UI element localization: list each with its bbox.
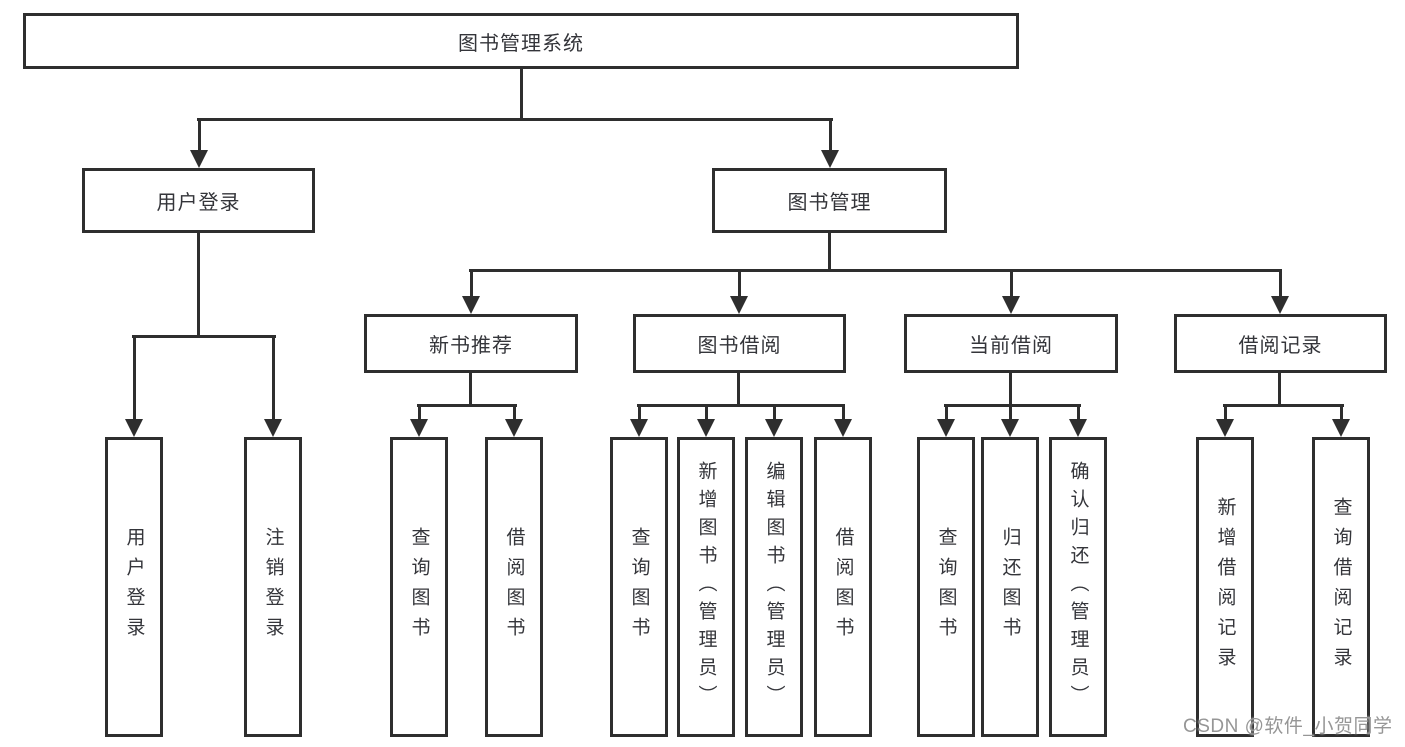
- connector-line: [828, 233, 831, 272]
- arrow-down-icon: [630, 419, 648, 437]
- connector-arrow-stem: [271, 335, 275, 421]
- arrow-down-icon: [937, 419, 955, 437]
- leaf-current-query-books: 查询图书: [917, 437, 975, 737]
- leaf-user-login: 用户登录: [105, 437, 163, 737]
- node-book-management: 图书管理: [712, 168, 947, 233]
- connector-line: [197, 118, 833, 121]
- arrow-down-icon: [1001, 419, 1019, 437]
- node-root-library-management-system: 图书管理系统: [23, 13, 1019, 69]
- arrow-down-icon: [1332, 419, 1350, 437]
- connector-line: [469, 269, 1282, 272]
- connector-line: [132, 335, 276, 338]
- arrow-down-icon: [410, 419, 428, 437]
- node-new-book-recommendation: 新书推荐: [364, 314, 578, 373]
- connector-arrow-stem: [737, 269, 741, 298]
- connector-arrow-stem: [197, 118, 201, 152]
- connector-arrow-stem: [1008, 404, 1012, 421]
- connector-line: [1223, 404, 1344, 407]
- arrow-down-icon: [1216, 419, 1234, 437]
- connector-arrow-stem: [704, 404, 708, 421]
- connector-line: [1278, 373, 1281, 407]
- connector-line: [737, 373, 740, 407]
- arrow-down-icon: [697, 419, 715, 437]
- leaf-records-query-borrow-record: 查询借阅记录: [1312, 437, 1370, 737]
- connector-arrow-stem: [469, 269, 473, 298]
- arrow-down-icon: [834, 419, 852, 437]
- connector-arrow-stem: [512, 404, 516, 421]
- connector-line: [469, 373, 472, 407]
- connector-arrow-stem: [417, 404, 421, 421]
- connector-arrow-stem: [1009, 269, 1013, 298]
- connector-arrow-stem: [841, 404, 845, 421]
- arrow-down-icon: [190, 150, 208, 168]
- arrow-down-icon: [730, 296, 748, 314]
- arrow-down-icon: [765, 419, 783, 437]
- connector-arrow-stem: [944, 404, 948, 421]
- arrow-down-icon: [1002, 296, 1020, 314]
- leaf-logout: 注销登录: [244, 437, 302, 737]
- connector-arrow-stem: [1339, 404, 1343, 421]
- arrow-down-icon: [125, 419, 143, 437]
- connector-arrow-stem: [1278, 269, 1282, 298]
- arrow-down-icon: [505, 419, 523, 437]
- leaf-borrow-query-books: 查询图书: [610, 437, 668, 737]
- node-book-borrowing: 图书借阅: [633, 314, 846, 373]
- leaf-current-return-books: 归还图书: [981, 437, 1039, 737]
- connector-line: [520, 68, 523, 120]
- node-current-borrowing: 当前借阅: [904, 314, 1118, 373]
- arrow-down-icon: [264, 419, 282, 437]
- connector-line: [637, 404, 845, 407]
- node-borrowing-records: 借阅记录: [1174, 314, 1387, 373]
- connector-arrow-stem: [132, 335, 136, 421]
- connector-arrow-stem: [637, 404, 641, 421]
- leaf-borrow-borrow-books: 借阅图书: [814, 437, 872, 737]
- leaf-recommend-borrow-books: 借阅图书: [485, 437, 543, 737]
- connector-line: [197, 233, 200, 338]
- node-user-login: 用户登录: [82, 168, 315, 233]
- connector-line: [417, 404, 517, 407]
- leaf-borrow-edit-book-admin: 编辑图书（管理员）: [745, 437, 803, 737]
- arrow-down-icon: [1069, 419, 1087, 437]
- connector-arrow-stem: [828, 118, 832, 152]
- arrow-down-icon: [462, 296, 480, 314]
- connector-arrow-stem: [1076, 404, 1080, 421]
- leaf-records-add-borrow-record: 新增借阅记录: [1196, 437, 1254, 737]
- arrow-down-icon: [1271, 296, 1289, 314]
- leaf-recommend-query-books: 查询图书: [390, 437, 448, 737]
- watermark: CSDN @软件_小贺同学: [1183, 716, 1393, 737]
- arrow-down-icon: [821, 150, 839, 168]
- leaf-current-confirm-return-admin: 确认归还（管理员）: [1049, 437, 1107, 737]
- connector-arrow-stem: [772, 404, 776, 421]
- leaf-borrow-add-book-admin: 新增图书（管理员）: [677, 437, 735, 737]
- connector-arrow-stem: [1223, 404, 1227, 421]
- connector-line: [1009, 373, 1012, 407]
- connector-line: [944, 404, 1081, 407]
